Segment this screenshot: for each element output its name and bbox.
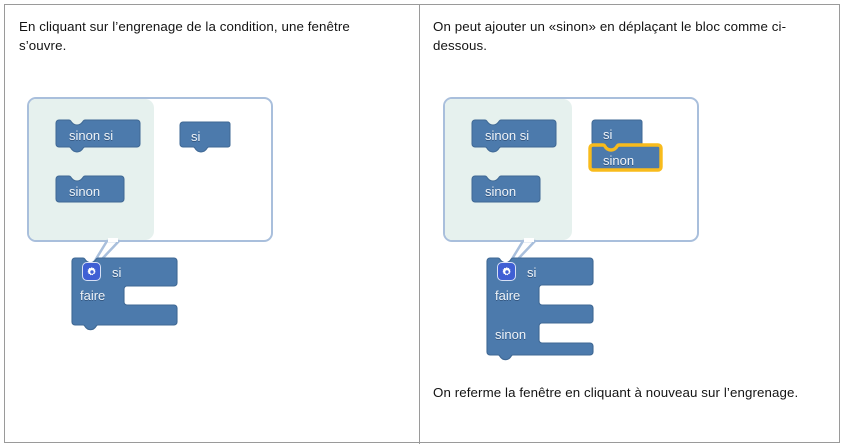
block-row-label-if: si	[527, 265, 537, 280]
block-row-label-else: sinon	[495, 327, 527, 342]
block-label: si	[603, 127, 613, 142]
workspace-block-else-selected[interactable]: sinon	[588, 143, 663, 173]
if-do-else-block[interactable]: si faire sinon	[485, 257, 597, 365]
column-divider	[419, 5, 420, 444]
table-cell-right: On peut ajouter un «sinon» en déplaçant …	[420, 5, 841, 444]
block-label: si	[191, 129, 201, 144]
block-row-label-do: faire	[495, 288, 521, 303]
right-instruction-text-bottom: On referme la fenêtre en cliquant à nouv…	[433, 385, 799, 400]
block-row-label-do: faire	[80, 288, 106, 303]
right-instruction-text-top: On peut ajouter un «sinon» en déplaçant …	[433, 19, 787, 53]
left-instruction-text: En cliquant sur l’engrenage de la condit…	[19, 19, 350, 53]
table-cell-left: En cliquant sur l’engrenage de la condit…	[5, 5, 419, 444]
bubble-frame	[27, 97, 273, 242]
block-label: sinon si	[69, 128, 114, 143]
gear-icon[interactable]	[82, 262, 101, 281]
if-do-block[interactable]: si faire	[70, 257, 180, 335]
block-label: sinon	[69, 184, 101, 199]
block-row-label-if: si	[112, 265, 122, 280]
block-label: sinon si	[485, 128, 530, 143]
mutator-bubble-left[interactable]: sinon si sinon si	[27, 97, 277, 279]
mutator-bubble-right[interactable]: sinon si sinon si sinon	[443, 97, 703, 279]
palette-block-else-if[interactable]: sinon si	[55, 119, 141, 153]
palette-block-else[interactable]: sinon	[55, 175, 125, 203]
gear-icon[interactable]	[497, 262, 516, 281]
palette-block-else-if[interactable]: sinon si	[471, 119, 557, 153]
palette-block-else[interactable]: sinon	[471, 175, 541, 203]
workspace-block-if[interactable]: si	[179, 121, 231, 153]
block-label: sinon	[603, 153, 635, 168]
tutorial-table: En cliquant sur l’engrenage de la condit…	[4, 4, 841, 444]
block-label: sinon	[485, 184, 517, 199]
